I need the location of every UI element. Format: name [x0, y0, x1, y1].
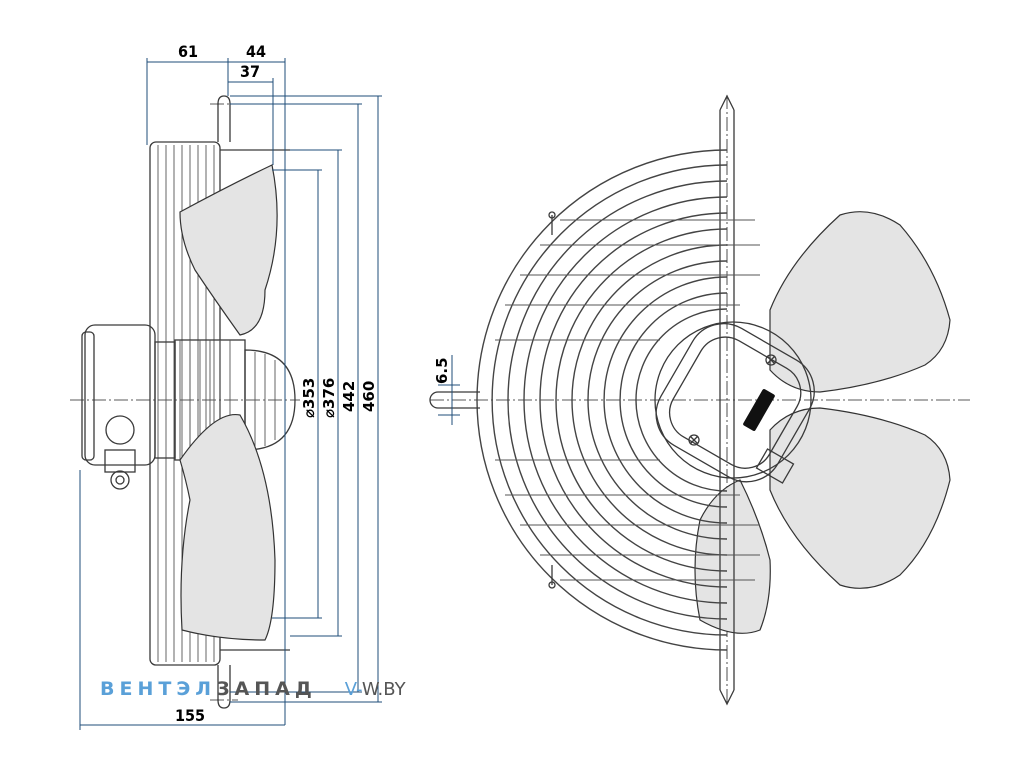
dim-37-label: 37: [240, 62, 260, 81]
dim-442-label: 442: [340, 381, 358, 412]
side-mounting-feet: [210, 95, 238, 709]
dim-6-5-label: 6.5: [433, 357, 451, 384]
front-guard-rings: [476, 149, 728, 651]
front-mounting-bar: [719, 94, 735, 706]
dim-376-label: ⌀376: [320, 378, 338, 418]
front-mounting-slot: [429, 355, 480, 425]
dim-155-label: 155: [175, 706, 205, 725]
watermark-part-4: W.BY: [361, 679, 406, 700]
watermark-part-3: V-: [344, 679, 362, 700]
side-blade-upper: [179, 164, 278, 336]
dim-44-label: 44: [246, 42, 266, 61]
front-view: [429, 94, 970, 706]
side-view: [70, 95, 300, 709]
front-blade-left: [694, 479, 771, 634]
brand-logo: [743, 389, 775, 431]
watermark-part-1: ВЕНТЭЛ: [100, 678, 217, 700]
front-guard-studs: [548, 211, 556, 589]
dim-353-label: ⌀353: [300, 378, 318, 418]
side-blade-lower: [179, 413, 276, 641]
front-guard-wires: [495, 219, 760, 581]
watermark: ВЕНТЭЛЗАПАД V-W.BY: [100, 678, 406, 700]
dim-460-label: 460: [360, 381, 378, 412]
side-dimensions: [79, 58, 382, 730]
front-motor-hub: [654, 321, 815, 484]
front-blade-lower: [769, 407, 951, 589]
dim-61-label: 61: [178, 42, 198, 61]
front-blade-upper: [769, 211, 951, 393]
watermark-part-2: ЗАПАД: [216, 678, 317, 700]
